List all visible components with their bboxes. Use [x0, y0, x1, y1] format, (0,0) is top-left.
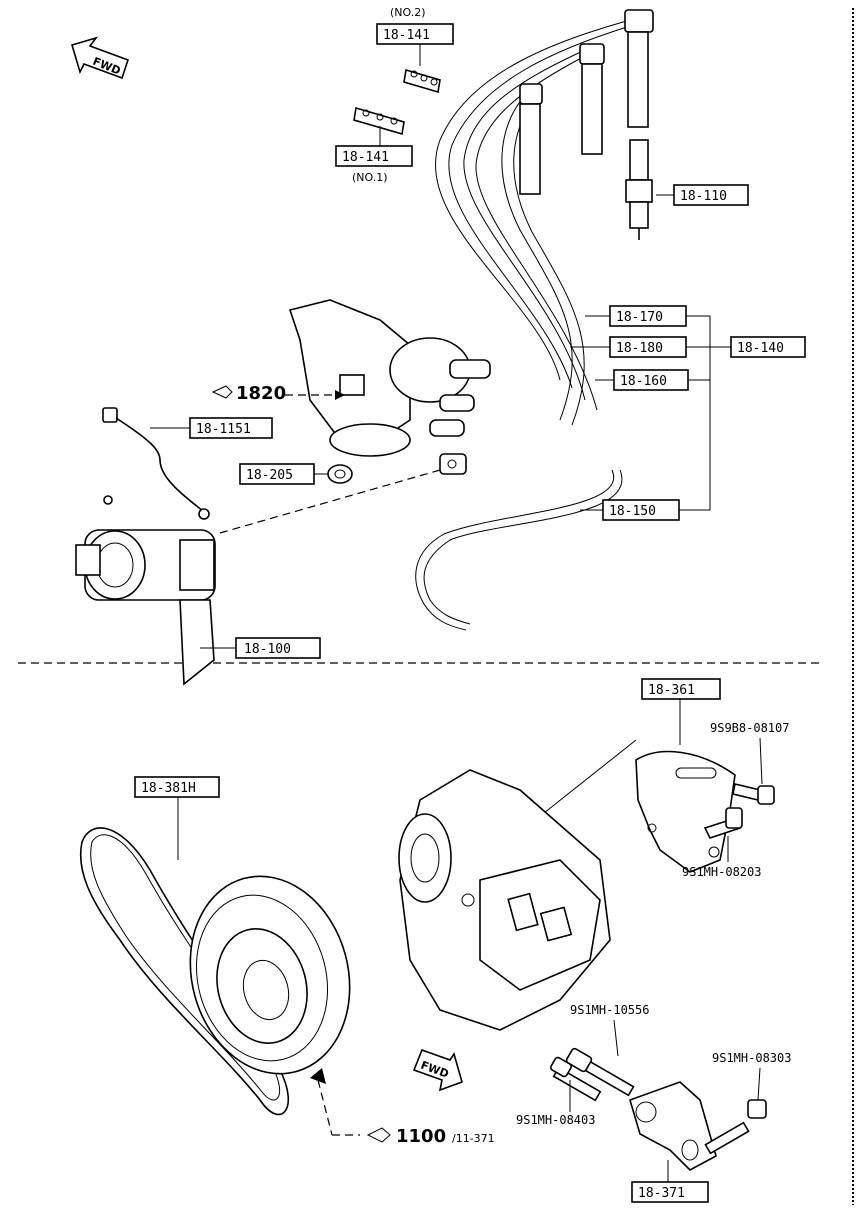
- part-number-label: 9S1MH-08303: [712, 1051, 791, 1065]
- ref-1820: 1820: [211, 383, 345, 404]
- alternator: [398, 769, 611, 1031]
- callout-label: 18-150: [609, 504, 656, 519]
- callout-label: 18-140: [737, 341, 784, 356]
- spark-plug: [625, 139, 653, 240]
- callout-18-205: 18-205: [239, 463, 315, 485]
- crank-pulley: [189, 875, 351, 1075]
- callout-label: 18-205: [246, 468, 293, 483]
- callout-18-141-no2: (NO.2) 18-141: [376, 6, 454, 45]
- ref-sub-label: /11-371: [452, 1132, 495, 1145]
- ref-label: 1820: [236, 383, 286, 404]
- drive-belt: [79, 827, 290, 1116]
- callout-bracket: [570, 315, 731, 511]
- cord-clip-no2: [403, 68, 441, 94]
- callout-18-110: 18-110: [673, 184, 749, 206]
- coil-lead-boot: [439, 453, 467, 475]
- ref-label: 1100: [396, 1126, 446, 1147]
- ignition-coil: [75, 495, 216, 686]
- callout-note: (NO.2): [390, 6, 426, 19]
- bolt-9s1mh-08303: [704, 1099, 767, 1155]
- part-number-label: 9S1MH-08403: [516, 1113, 595, 1127]
- callout-18-361: 18-361: [641, 678, 721, 700]
- tension-bolt-9s1mh-10556: [565, 1047, 635, 1097]
- callout-label: 18-180: [616, 341, 663, 356]
- part-number-label: 9S1MH-10556: [570, 1003, 649, 1017]
- callout-label: 18-170: [616, 310, 663, 325]
- cord-clip-no1: [353, 106, 405, 136]
- fwd-arrow-bottom: FWD: [412, 1048, 463, 1092]
- wire-harness-18-1151: [102, 407, 210, 520]
- callout-label: 18-361: [648, 683, 695, 698]
- part-number-label: 9S9B8-08107: [710, 721, 789, 735]
- fwd-arrow-top: FWD: [71, 36, 130, 80]
- callout-18-140: 18-140: [730, 336, 806, 358]
- callout-18-141-no1: 18-141 (NO.1): [335, 145, 413, 184]
- callout-label: 18-371: [638, 1186, 685, 1201]
- callout-note: (NO.1): [352, 171, 388, 184]
- callout-18-371: 18-371: [631, 1181, 709, 1203]
- o-ring-seal: [327, 464, 353, 484]
- callout-18-180: 18-180: [609, 336, 687, 358]
- callout-18-100: 18-100: [235, 637, 321, 659]
- callout-18-160: 18-160: [613, 369, 689, 391]
- alternator-bracket: [635, 750, 736, 873]
- bolt-9s1mh-08403: [550, 1056, 602, 1102]
- callout-18-150: 18-150: [602, 499, 680, 521]
- bolt-9s1mh-08203: [703, 807, 743, 839]
- callout-18-381h: 18-381H: [134, 776, 220, 798]
- part-number-label: 9S1MH-08203: [682, 865, 761, 879]
- distributor: [288, 299, 491, 457]
- ref-1100: 1100 /11-371: [310, 1068, 495, 1147]
- high-tension-leads: [415, 9, 654, 631]
- leader-line: [759, 737, 763, 785]
- callout-18-1151: 18-1151: [189, 417, 273, 439]
- leader-line: [757, 1067, 761, 1101]
- callout-label: 18-141: [342, 150, 389, 165]
- bolt-9s9b8-08107: [732, 783, 775, 805]
- callout-label: 18-1151: [196, 422, 251, 437]
- leader-line: [613, 1019, 619, 1057]
- callout-label: 18-110: [680, 189, 727, 204]
- callout-label: 18-141: [383, 28, 430, 43]
- callout-18-170: 18-170: [609, 305, 687, 327]
- callout-label: 18-100: [244, 642, 291, 657]
- callout-label: 18-160: [620, 374, 667, 389]
- callout-label: 18-381H: [141, 781, 196, 796]
- tensioner-bracket: [629, 1081, 717, 1171]
